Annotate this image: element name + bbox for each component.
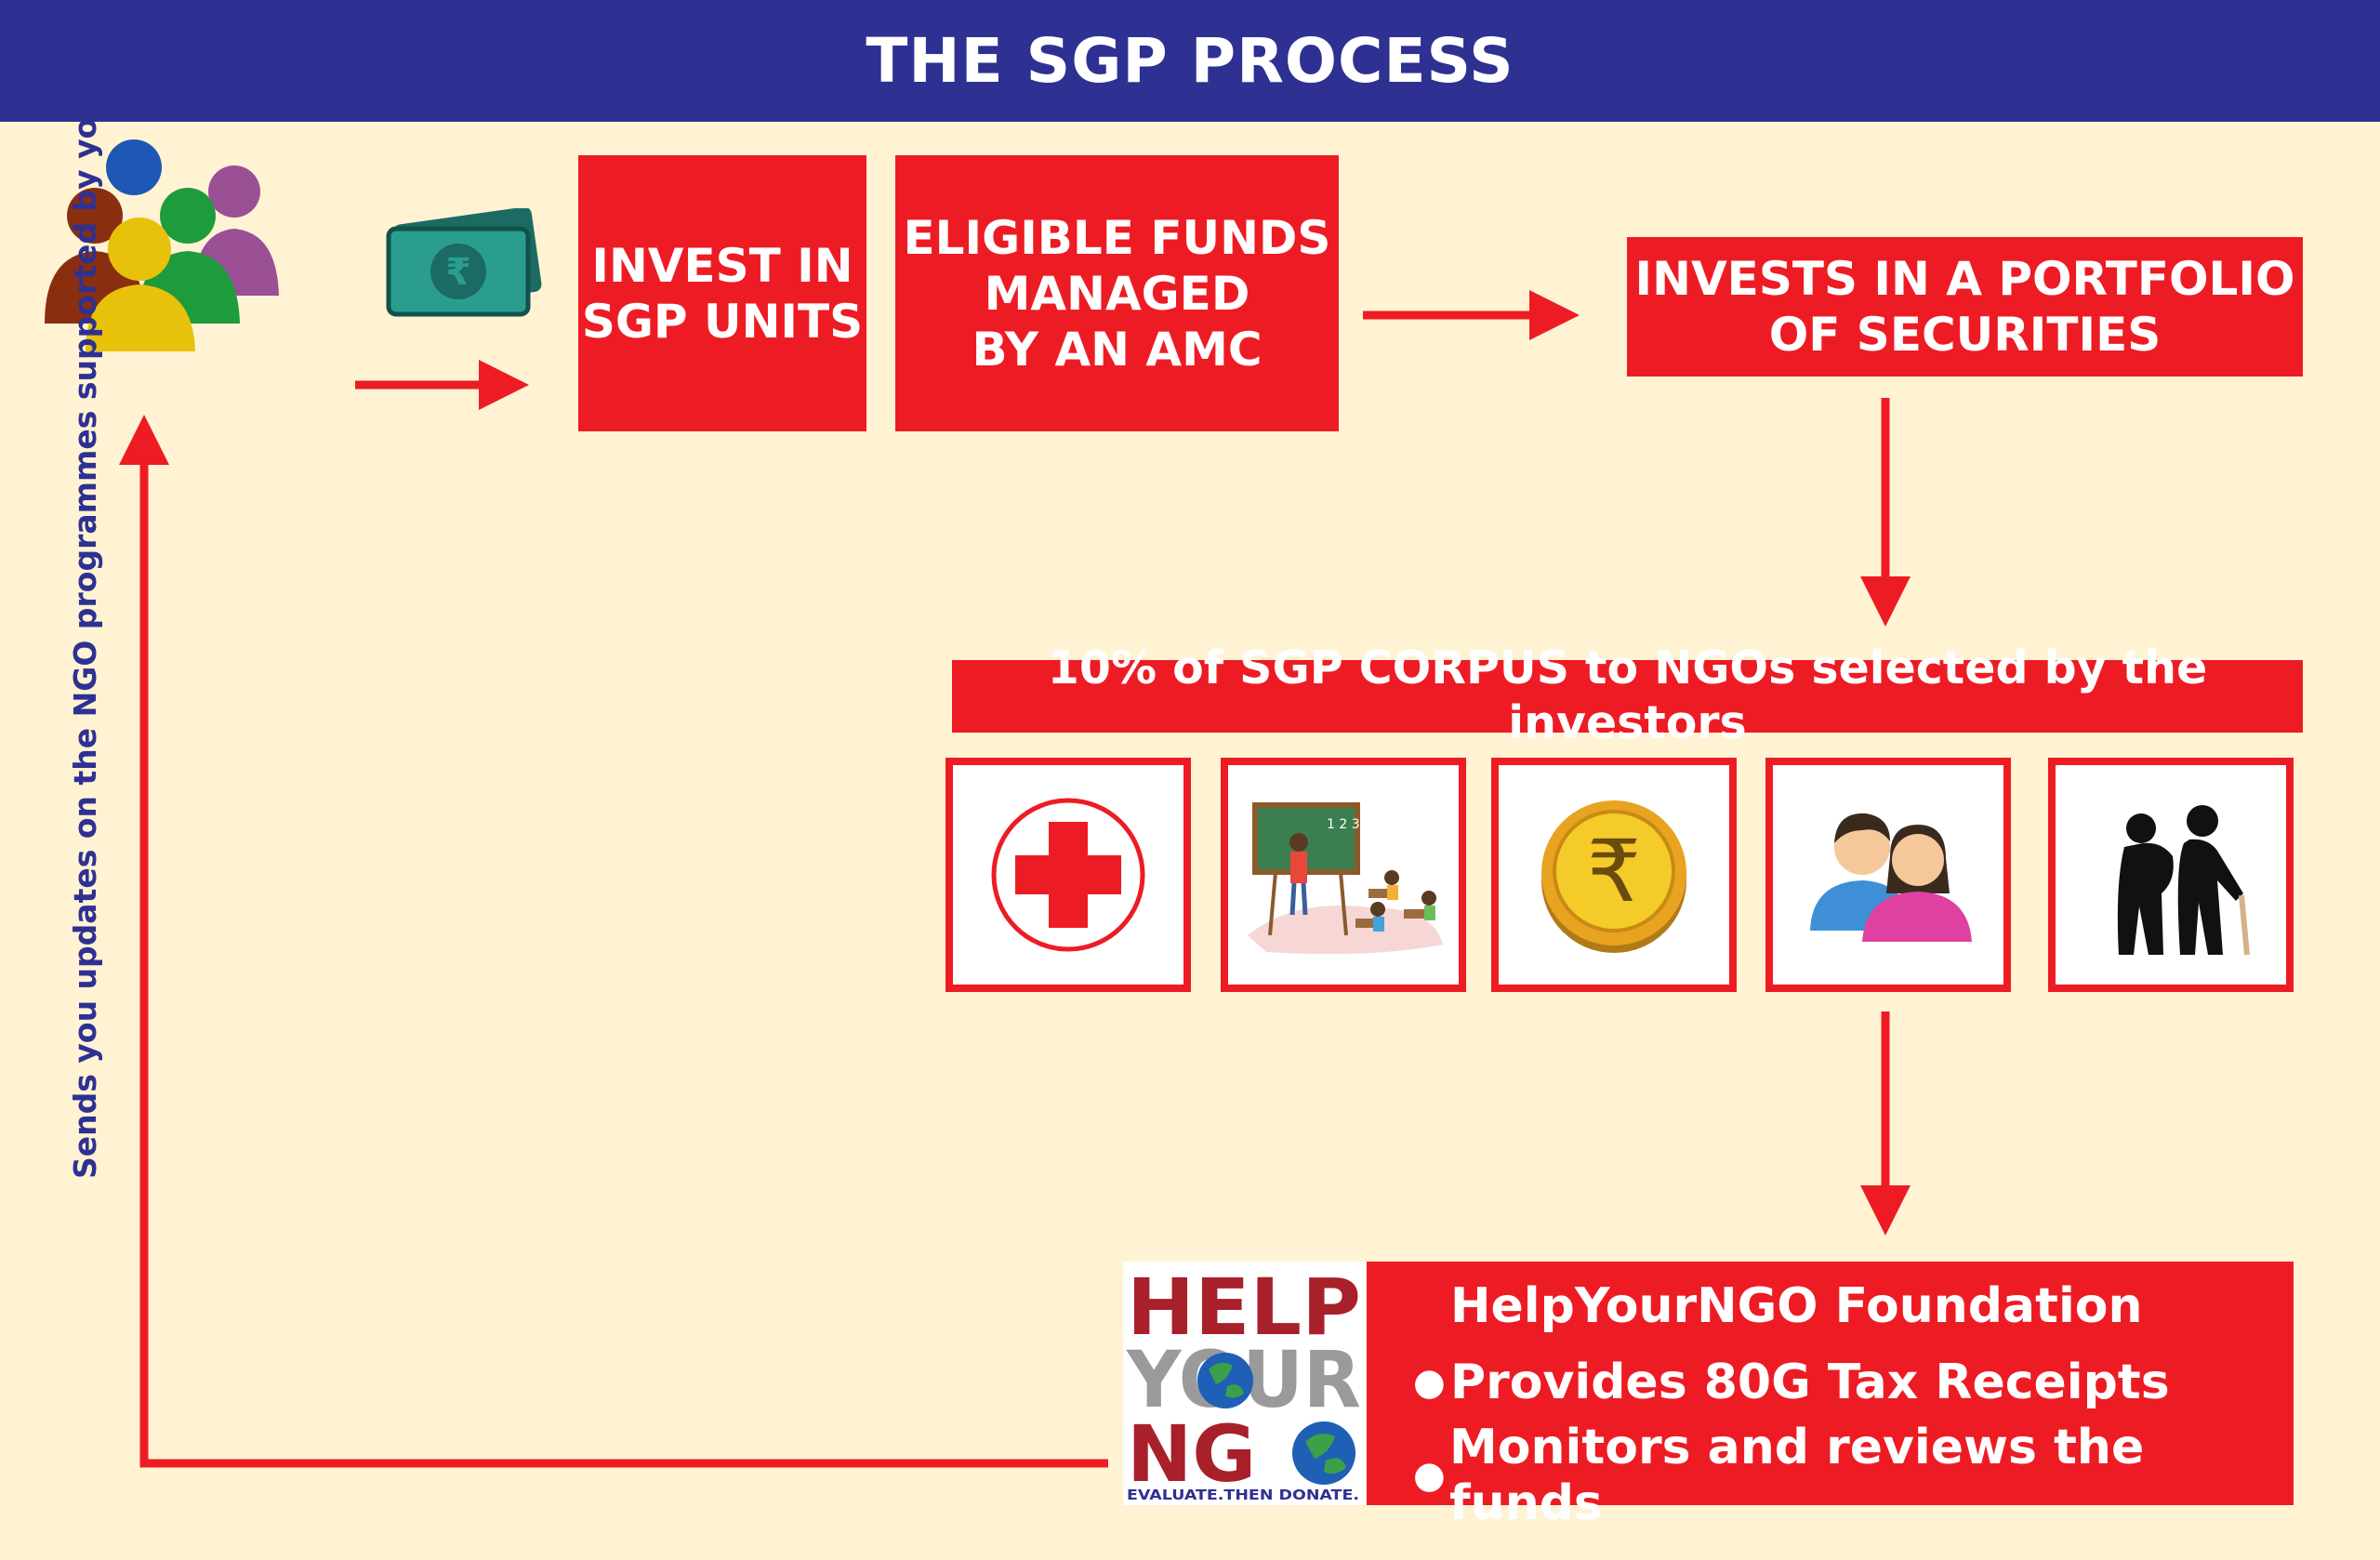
svg-text:₹: ₹ [1587,822,1642,921]
tile-healthcare [945,758,1191,992]
bullet-icon: ● [1413,1361,1446,1404]
money-icon: ₹ [386,208,542,317]
tile-finance: ₹ [1491,758,1737,992]
elderly-couple-icon [2117,805,2250,956]
corpus-banner-text: 10% of SGP CORPUS to NGOs selected by th… [1047,641,2208,749]
family-icon [1810,813,1972,942]
investors-group-icon [45,139,279,351]
invest-sgp-units-box: INVEST IN SGP UNITS [578,155,866,431]
tile-elderly [2048,758,2294,992]
funds-line-2: MANAGED [984,266,1250,321]
funds-line-3: BY AN AMC [972,322,1263,377]
bullet-icon: ● [1413,1454,1446,1497]
foundation-point-1-text: Provides 80G Tax Receipts [1450,1355,2170,1410]
arrow-feedback-loop [119,415,1108,1468]
medical-cross-icon [991,798,1145,952]
svg-text:EVALUATE.THEN DONATE.: EVALUATE.THEN DONATE. [1127,1487,1359,1503]
side-updates-label: Sends you updates on the NGO programmes … [67,96,103,1179]
corpus-banner: 10% of SGP CORPUS to NGOs selected by th… [952,641,2303,749]
rupee-coin-icon: ₹ [1541,800,1686,953]
invest-line-2: SGP UNITS [581,294,864,349]
portfolio-line-2: OF SECURITIES [1768,308,2162,362]
foundation-name: HelpYourNGO Foundation [1450,1278,2143,1334]
tile-education: 1 2 3 [1221,758,1466,992]
logo-graphic: HELP YOUR NG EVALUATE.THEN DONATE. [1126,1262,1361,1503]
foundation-point-2: ● Monitors and reviews the funds [1413,1420,2294,1531]
svg-text:HELP: HELP [1127,1262,1361,1353]
svg-text:1 2 3: 1 2 3 [1327,817,1360,832]
helpyourngo-logo: HELP YOUR NG EVALUATE.THEN DONATE. [1123,1262,1367,1505]
portfolio-line-1: INVESTS IN A PORTFOLIO [1634,252,2295,306]
eligible-funds-box: ELIGIBLE FUNDS MANAGED BY AN AMC [895,155,1339,431]
page-title: THE SGP PROCESS [866,25,1514,97]
svg-text:₹: ₹ [445,251,471,294]
svg-text:NG: NG [1127,1408,1256,1500]
foundation-point-1: ● Provides 80G Tax Receipts [1413,1355,2294,1410]
header-bar: THE SGP PROCESS [0,0,2380,122]
portfolio-box: INVESTS IN A PORTFOLIO OF SECURITIES [1627,237,2303,377]
foundation-point-2-text: Monitors and reviews the funds [1449,1420,2145,1531]
invest-line-1: INVEST IN [591,238,853,293]
foundation-box: HelpYourNGO Foundation ● Provides 80G Ta… [1367,1262,2294,1531]
classroom-icon: 1 2 3 [1248,802,1443,954]
funds-line-1: ELIGIBLE FUNDS [903,210,1331,265]
tile-community [1765,758,2011,992]
